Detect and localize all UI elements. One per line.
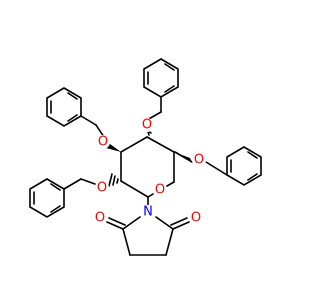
carbonyl-bond — [108, 217, 126, 226]
atom-oxygen-c6: O — [192, 153, 206, 168]
atom-oxygen-c3: O — [96, 135, 110, 150]
benzyl-ring-upper-left — [46, 87, 82, 127]
bond — [63, 178, 82, 190]
benzyl-ring-top — [143, 58, 179, 98]
atom-oxygen-carbonyl-left: O — [93, 211, 107, 226]
atom-oxygen-c2: O — [95, 181, 109, 196]
bond — [80, 178, 96, 185]
wedge-bond-c3 — [106, 144, 121, 152]
structure-diagram: O O O O O N O O — [29, 58, 262, 256]
bond — [205, 161, 228, 176]
bond — [80, 115, 97, 126]
svg-text:O: O — [95, 211, 105, 226]
atom-nitrogen: N — [141, 205, 155, 220]
svg-text:O: O — [98, 135, 108, 150]
benzyl-ring-lower-left — [29, 178, 65, 218]
svg-text:O: O — [97, 181, 107, 196]
svg-text:O: O — [142, 118, 152, 133]
atom-oxygen-carbonyl-right: O — [189, 211, 203, 226]
molecule-canvas: O O O O O N O O — [29, 58, 262, 256]
svg-text:N: N — [143, 205, 153, 220]
pyranose-ring — [120, 136, 175, 198]
benzyl-ring-right — [226, 146, 262, 186]
svg-text:O: O — [191, 211, 201, 226]
svg-text:O: O — [194, 153, 204, 168]
atom-oxygen-c4: O — [140, 118, 154, 133]
svg-text:O: O — [155, 183, 165, 198]
atom-oxygen-ring: O — [153, 183, 167, 198]
hash-bond-c2 — [108, 173, 119, 187]
wedge-bond-c5 — [174, 152, 192, 162]
succinimide-ring — [122, 216, 174, 256]
carbonyl-bond — [172, 221, 190, 230]
carbonyl-bond — [106, 221, 124, 230]
carbonyl-bond — [170, 217, 188, 226]
